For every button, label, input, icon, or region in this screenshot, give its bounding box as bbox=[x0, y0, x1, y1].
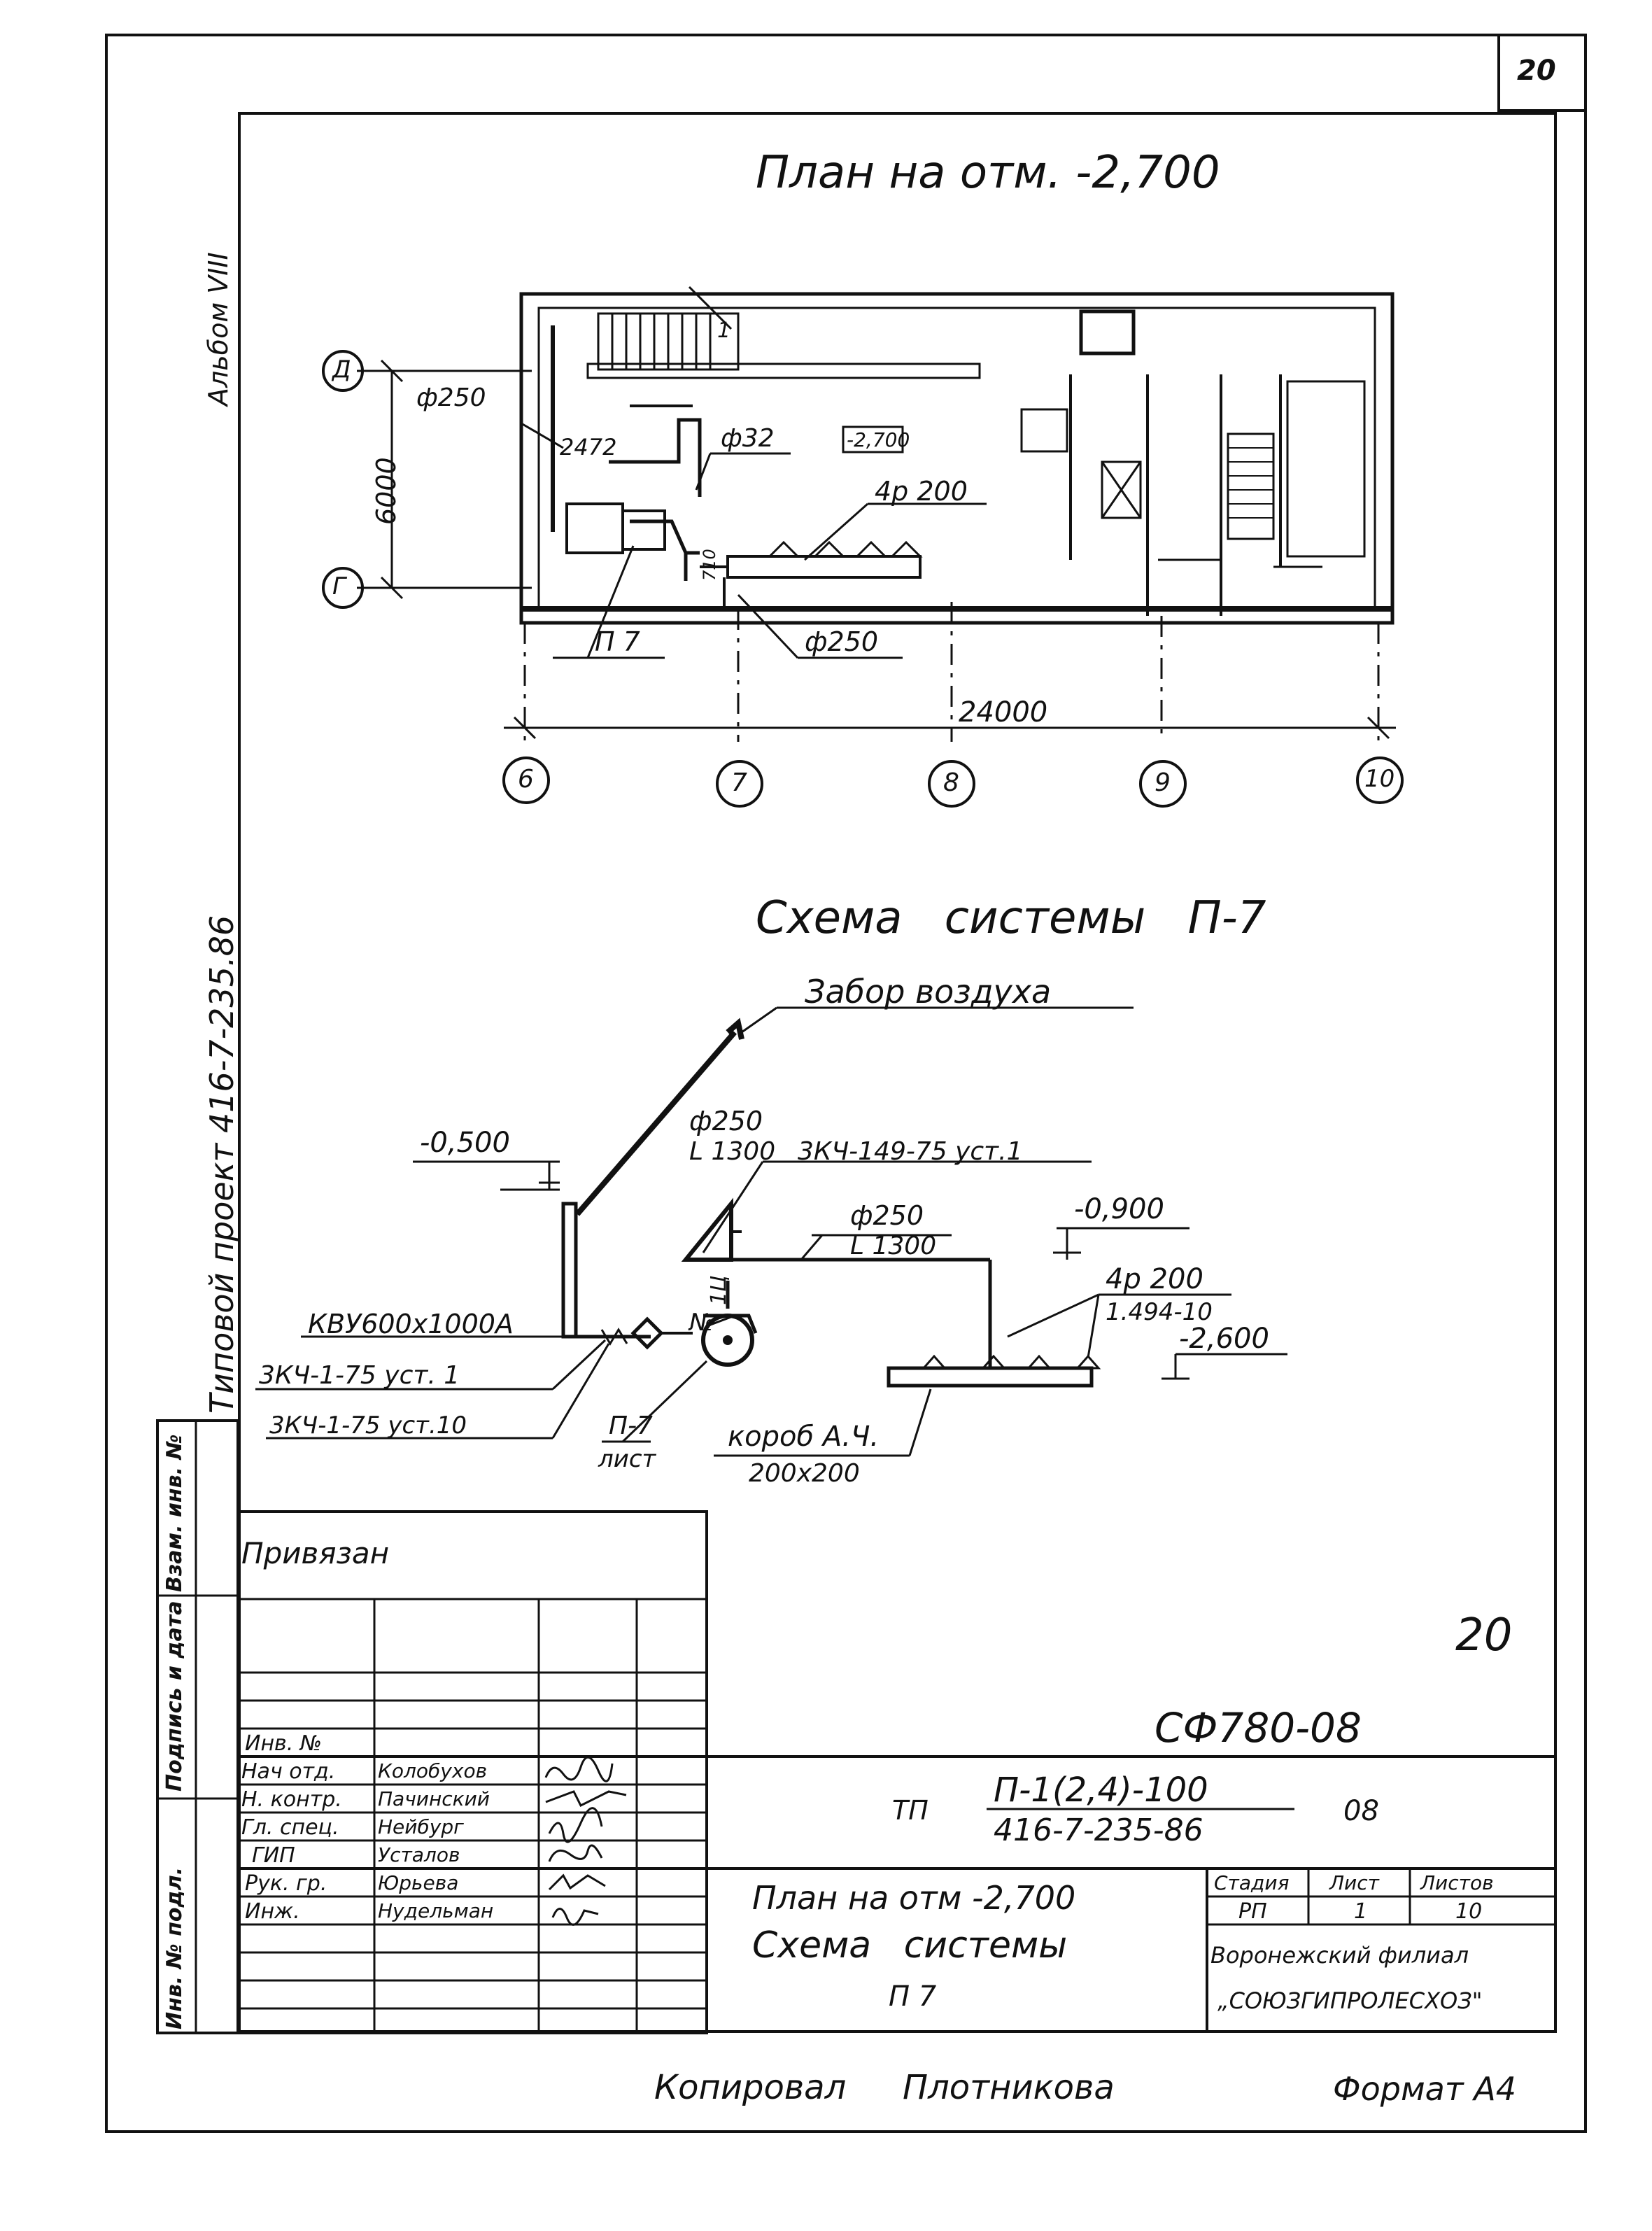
scheme-air-intake: Забор воздуха bbox=[805, 973, 1052, 1011]
outer-frame bbox=[105, 34, 1587, 2133]
stamp-name-3: Усталов bbox=[378, 1843, 460, 1866]
stamp-name-1: Пачинский bbox=[378, 1787, 490, 1810]
scheme-pipe2-len: L 1300 bbox=[850, 1232, 937, 1260]
sheet-number: 20 bbox=[1517, 55, 1556, 87]
plan-chimney bbox=[1079, 309, 1136, 356]
drawing-frame bbox=[238, 112, 1557, 2033]
axis-circle-7 bbox=[716, 760, 763, 808]
stamp-sheet-header: Лист bbox=[1329, 1871, 1379, 1894]
plan-dim-horizontal: 24000 bbox=[959, 696, 1048, 729]
plan-stair-right bbox=[1227, 432, 1275, 540]
stamp-role-0: Нач отд. bbox=[241, 1759, 336, 1784]
stamp-inv-no: Инв. № bbox=[245, 1731, 323, 1756]
axis-circle-G bbox=[322, 567, 364, 609]
scheme-valve-a: 3КЧ-1-75 уст. 1 bbox=[259, 1361, 460, 1390]
scheme-pipe1-len: L 1300 bbox=[689, 1137, 776, 1166]
scheme-pipe2-d: ф250 bbox=[850, 1200, 924, 1231]
signature-1 bbox=[545, 1790, 627, 1808]
scheme-title: Схема системы П-7 bbox=[756, 892, 1266, 944]
scheme-pipe1-d: ф250 bbox=[689, 1106, 763, 1136]
stamp-tp-num-bottom: 416-7-235-86 bbox=[994, 1813, 1203, 1848]
stamp-role-5: Инж. bbox=[245, 1899, 300, 1924]
stamp-org-line1: Воронежский филиал bbox=[1210, 1942, 1469, 1969]
axis-circle-D bbox=[322, 350, 364, 392]
axis-circle-9 bbox=[1139, 760, 1187, 808]
stamp-tp-num-top: П-1(2,4)-100 bbox=[994, 1771, 1208, 1810]
plan-label-d32: ф32 bbox=[721, 424, 775, 453]
axis-circle-10 bbox=[1356, 756, 1404, 804]
axis-number-9: 9 bbox=[1155, 768, 1171, 797]
stamp-title-line3: П 7 bbox=[889, 1980, 937, 2013]
signature-2 bbox=[548, 1807, 603, 1843]
plan-title: План на отм. -2,700 bbox=[756, 147, 1220, 199]
axis-circle-6 bbox=[502, 756, 550, 804]
stamp-name-4: Юрьева bbox=[378, 1871, 459, 1894]
stamp-title-line2: Схема системы bbox=[752, 1924, 1068, 1966]
stamp-name-2: Нейбург bbox=[378, 1815, 464, 1838]
signature-0 bbox=[544, 1756, 614, 1782]
stamp-privyazan: Привязан bbox=[241, 1536, 390, 1570]
signature-3 bbox=[548, 1844, 603, 1862]
plan-outer-wall bbox=[519, 292, 1395, 625]
stamp-title-line1: План на отм -2,700 bbox=[752, 1879, 1076, 1917]
scheme-grilles-ref: 1.494-10 bbox=[1106, 1298, 1213, 1326]
axis-letter-G: Г bbox=[332, 572, 346, 600]
scheme-grilles: 4р 200 bbox=[1106, 1263, 1203, 1295]
stamp-org-line2: „СОЮЗГИПРОЛЕСХОЗ" bbox=[1217, 1987, 1483, 2014]
stamp-tp-label: ТП bbox=[892, 1795, 929, 1826]
plan-label-elevation: -2,700 bbox=[847, 428, 910, 451]
stamp-sheets-value: 10 bbox=[1455, 1899, 1483, 1924]
stamp-role-3: ГИП bbox=[252, 1843, 295, 1868]
stamp-tp-suffix: 08 bbox=[1343, 1795, 1379, 1827]
plan-label-2472: 2472 bbox=[560, 434, 617, 460]
stamp-sheet-value: 1 bbox=[1354, 1899, 1368, 1924]
stamp-stage-header: Стадия bbox=[1214, 1871, 1290, 1894]
scheme-elev-0900: -0,900 bbox=[1074, 1193, 1164, 1225]
footer-copied-name: Плотникова bbox=[903, 2068, 1115, 2107]
plan-label-p7: П 7 bbox=[595, 626, 640, 657]
stamp-doc-code: СФ780-08 bbox=[1155, 1704, 1362, 1752]
signature-5 bbox=[551, 1908, 599, 1926]
plan-label-leader-1: 1 bbox=[717, 318, 731, 343]
stamp-big-number: 20 bbox=[1455, 1610, 1513, 1661]
stamp-role-1: Н. контр. bbox=[241, 1787, 342, 1812]
plan-label-d250-top: ф250 bbox=[416, 383, 486, 412]
axis-letter-D: Д bbox=[332, 356, 351, 383]
scheme-fan-no: № bbox=[689, 1309, 714, 1337]
scheme-elev-2600: -2,600 bbox=[1179, 1323, 1269, 1355]
sheet-number-box bbox=[1497, 34, 1587, 112]
stamp-role-2: Гл. спец. bbox=[241, 1815, 339, 1840]
stamp-role-4: Рук. гр. bbox=[245, 1871, 327, 1896]
plan-label-grilles: 4р 200 bbox=[875, 476, 968, 507]
scheme-box: короб А.Ч. bbox=[728, 1421, 880, 1453]
axis-number-10: 10 bbox=[1364, 765, 1395, 793]
scheme-fan-ref: П-7 bbox=[609, 1412, 653, 1440]
axis-number-6: 6 bbox=[518, 765, 534, 794]
axis-number-8: 8 bbox=[943, 768, 959, 797]
stamp-stage-value: РП bbox=[1238, 1899, 1267, 1924]
footer-copied: Копировал bbox=[654, 2068, 847, 2107]
signature-4 bbox=[548, 1873, 606, 1891]
stamp-name-5: Нудельман bbox=[378, 1899, 494, 1922]
stamp-sheets-header: Листов bbox=[1420, 1871, 1494, 1894]
plan-label-d250-bottom: ф250 bbox=[805, 626, 879, 657]
axis-number-7: 7 bbox=[731, 768, 747, 797]
scheme-elev-0500: -0,500 bbox=[420, 1127, 510, 1159]
scheme-fan-ref2: лист bbox=[598, 1445, 656, 1473]
scheme-valve-top: 3КЧ-149-75 уст.1 bbox=[798, 1137, 1023, 1166]
axis-circle-8 bbox=[928, 760, 975, 808]
scheme-box-size: 200х200 bbox=[749, 1459, 860, 1488]
stamp-name-0: Колобухов bbox=[378, 1759, 488, 1782]
scheme-valve-b: 3КЧ-1-75 уст.10 bbox=[269, 1412, 467, 1440]
footer-format: Формат А4 bbox=[1333, 2070, 1516, 2108]
scheme-kvu: КВУ600х1000А bbox=[308, 1309, 514, 1339]
